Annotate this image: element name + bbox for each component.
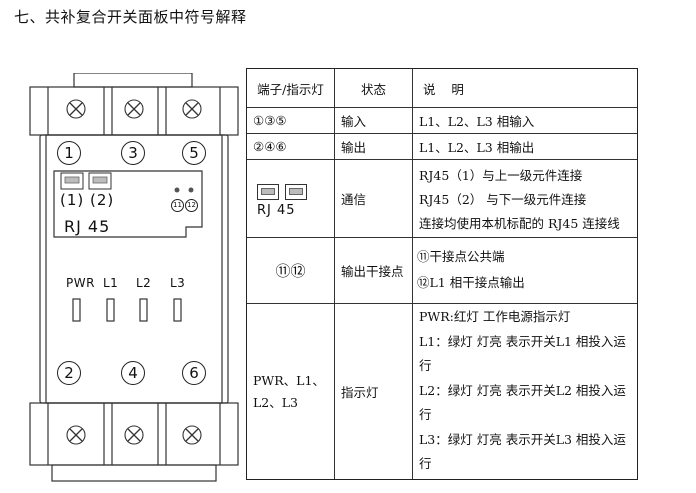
desc-line: L2：绿灯 灯亮 表示开关L2 相投入运行 bbox=[419, 382, 626, 423]
terminal-12-label: 12 bbox=[185, 199, 198, 212]
row-terminal: ⑪⑫ bbox=[247, 238, 335, 303]
desc-line: L3：绿灯 灯亮 表示开关L3 相投入运行 bbox=[419, 431, 626, 472]
device-outline bbox=[29, 73, 239, 482]
terminal-5-label: 5 bbox=[182, 141, 206, 165]
rj45-label: RJ 45 bbox=[64, 217, 111, 236]
header-status: 状态 bbox=[335, 69, 413, 107]
row-terminal: ②④⑥ bbox=[247, 134, 335, 159]
row-terminal: ①③⑤ bbox=[247, 108, 335, 133]
desc-line: L1：绿灯 灯亮 表示开关L1 相投入运行 bbox=[419, 333, 626, 374]
section-heading: 七、共补复合开关面板中符号解释 bbox=[14, 8, 247, 26]
terminal-6-label: 6 bbox=[182, 361, 206, 385]
led-l3-label: L3 bbox=[170, 276, 186, 290]
table-header-row: 端子/指示灯 状态 说 明 bbox=[247, 69, 637, 107]
header-terminal: 端子/指示灯 bbox=[247, 69, 335, 107]
row-description: L1、L2、L3 相输出 bbox=[419, 140, 535, 155]
table-row: ②④⑥ 输出 L1、L2、L3 相输出 bbox=[247, 133, 637, 159]
rj-port-2-label: (2) bbox=[90, 191, 115, 209]
desc-line: ⑪干接点公共端 bbox=[417, 249, 505, 264]
row-description: PWR:红灯 工作电源指示灯 L1：绿灯 灯亮 表示开关L1 相投入运行 L2：… bbox=[413, 304, 637, 479]
row-terminal: PWR、L1、L2、L3 bbox=[247, 304, 335, 479]
table-row: RJ 45 通信 RJ45（1）与上一级元件连接 RJ45（2） 与下一级元件连… bbox=[247, 159, 637, 237]
desc-line: PWR:红灯 工作电源指示灯 bbox=[419, 309, 571, 324]
terminal-2-label: 2 bbox=[57, 361, 81, 385]
desc-line: RJ45（2） 与下一级元件连接 bbox=[419, 192, 587, 207]
rj45-ports-icon bbox=[257, 184, 334, 200]
device-panel-diagram: 1 3 5 (1) (2) RJ 45 11 12 PWR L1 L2 L3 2… bbox=[26, 73, 242, 485]
rj-port-1-label: (1) bbox=[60, 191, 85, 209]
row-description: RJ45（1）与上一级元件连接 RJ45（2） 与下一级元件连接 连接均使用本机… bbox=[413, 160, 637, 237]
table-row: ⑪⑫ 输出干接点 ⑪干接点公共端 ⑫L1 相干接点输出 bbox=[247, 237, 637, 303]
led-pwr-label: PWR bbox=[66, 276, 95, 290]
desc-line: ⑫L1 相干接点输出 bbox=[417, 275, 525, 290]
rj45-label: RJ 45 bbox=[257, 203, 296, 218]
led-l2-label: L2 bbox=[136, 276, 152, 290]
terminal-3-label: 3 bbox=[121, 141, 145, 165]
symbol-explanation-table: 端子/指示灯 状态 说 明 ①③⑤ 输入 L1、L2、L3 相输入 ②④⑥ 输出… bbox=[246, 68, 638, 480]
terminal-1-label: 1 bbox=[57, 141, 81, 165]
row-status: 输入 bbox=[335, 108, 413, 133]
row-status: 指示灯 bbox=[335, 304, 413, 479]
row-status: 输出 bbox=[335, 134, 413, 159]
row-status: 通信 bbox=[335, 160, 413, 237]
terminal-11-label: 11 bbox=[171, 199, 184, 212]
row-description: ⑪干接点公共端 ⑫L1 相干接点输出 bbox=[413, 238, 637, 303]
table-row: ①③⑤ 输入 L1、L2、L3 相输入 bbox=[247, 107, 637, 133]
desc-line: 连接均使用本机标配的 RJ45 连接线 bbox=[419, 216, 620, 231]
row-status: 输出干接点 bbox=[335, 238, 413, 303]
row-terminal: RJ 45 bbox=[247, 160, 335, 237]
desc-line: RJ45（1）与上一级元件连接 bbox=[419, 168, 583, 183]
terminal-4-label: 4 bbox=[121, 361, 145, 385]
header-description: 说 明 bbox=[423, 81, 464, 97]
row-description: L1、L2、L3 相输入 bbox=[419, 114, 535, 129]
table-row: PWR、L1、L2、L3 指示灯 PWR:红灯 工作电源指示灯 L1：绿灯 灯亮… bbox=[247, 303, 637, 479]
led-l1-label: L1 bbox=[103, 276, 119, 290]
